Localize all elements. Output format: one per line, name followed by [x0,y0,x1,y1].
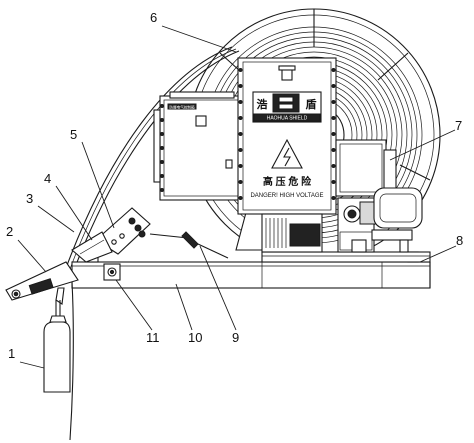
callout-8: 8 [456,233,463,248]
side-box-7 [335,139,397,197]
high-voltage-warning-icon [271,138,303,169]
callout-6: 6 [150,10,157,25]
brand-cn: 浩 [257,97,268,111]
callout-11: 11 [146,330,160,345]
warning-cn: 高 压 危 险 [263,175,312,188]
guide-arm-2 [5,261,79,305]
socket-11 [103,263,121,281]
control-box-left: 防爆电气控制箱 [153,91,245,201]
dropping-cable [69,281,74,441]
callout-9: 9 [232,330,239,345]
brand-en: HAOHUA SHIELD [267,116,308,122]
rod-9 [149,231,229,259]
box-plate: 防爆电气控制箱 [169,104,195,109]
motor-fins [265,218,287,248]
drive-assembly [261,187,423,253]
cabinet-6: 浩 盾 HAOHUA SHIELD 高 压 危 险 DANGER! HIGH V… [237,57,337,215]
callout-7: 7 [455,118,462,133]
cabinet-bolts [238,68,336,200]
bracket-4 [71,231,113,263]
callout-5: 5 [70,127,77,142]
brand-cn-2: 盾 [306,97,317,111]
callout-4: 4 [44,171,51,186]
warning-en: DANGER! HIGH VOLTAGE [250,193,323,199]
cable [65,46,240,271]
weight-1 [43,300,71,393]
callout-3: 3 [26,191,33,206]
platform-8 [261,251,431,263]
callout-10: 10 [188,330,202,345]
callout-2: 2 [6,224,13,239]
leader-lines [17,25,457,369]
callout-labels: 1 2 3 4 5 6 7 8 9 10 11 [6,10,463,361]
callout-1: 1 [8,346,15,361]
frame-10 [71,251,431,289]
